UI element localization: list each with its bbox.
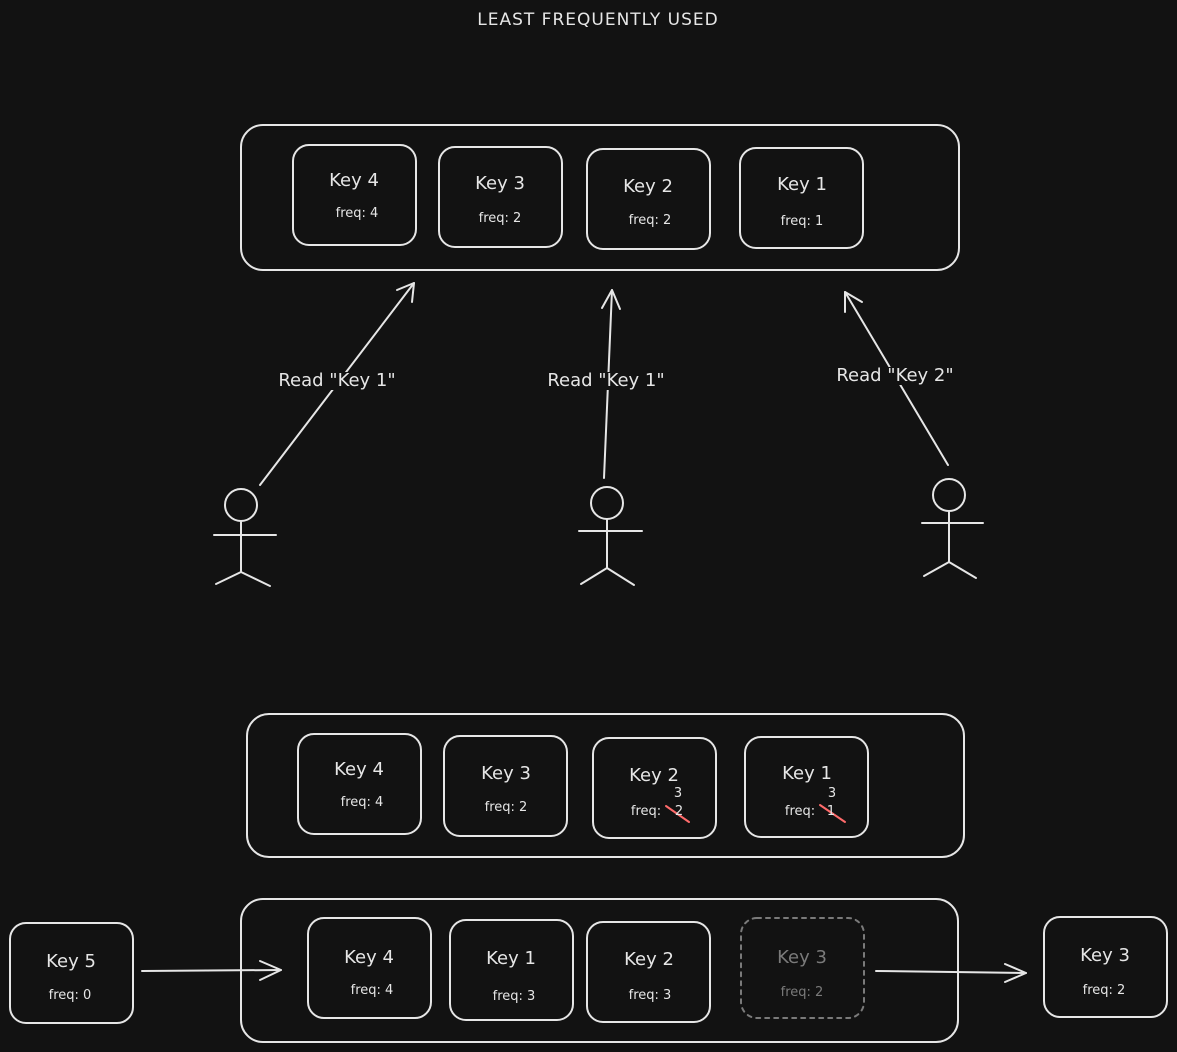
insert-arrow: [141, 960, 282, 981]
final-key-2-label: Key 2: [624, 949, 674, 970]
updated-key-2-old-freq: 2: [674, 804, 684, 819]
incoming-key-5-box: [9, 922, 134, 1024]
updated-key-2-new-freq: 3: [673, 786, 683, 801]
read-label-2: Read "Key 1": [545, 370, 667, 391]
final-key-4-box: [307, 917, 432, 1019]
updated-key-1-freq-prefix: freq:: [784, 804, 816, 819]
updated-key-3-freq: freq: 2: [484, 800, 528, 815]
incoming-key-5-label: Key 5: [46, 951, 96, 972]
final-key-1-freq: freq: 3: [492, 989, 536, 1004]
final-key-3-ghost-box: [740, 917, 865, 1019]
top-key-1-label: Key 1: [777, 174, 827, 195]
updated-key-4-freq: freq: 4: [340, 795, 384, 810]
final-key-4-freq: freq: 4: [350, 983, 394, 998]
top-key-1-box: [739, 147, 864, 249]
read-label-3: Read "Key 2": [834, 365, 956, 386]
top-key-4-label: Key 4: [329, 170, 379, 191]
updated-key-4-label: Key 4: [334, 759, 384, 780]
updated-key-1-label: Key 1: [782, 763, 832, 784]
updated-key-4-box: [297, 733, 422, 835]
top-key-4-freq: freq: 4: [335, 206, 379, 221]
updated-key-3-label: Key 3: [481, 763, 531, 784]
updated-key-1-old-freq: 1: [826, 804, 836, 819]
top-key-3-freq: freq: 2: [478, 211, 522, 226]
user-figure-1: [213, 488, 277, 587]
top-key-2-label: Key 2: [623, 176, 673, 197]
evicted-key-3-label: Key 3: [1080, 945, 1130, 966]
top-key-3-label: Key 3: [475, 173, 525, 194]
updated-key-3-box: [443, 735, 568, 837]
incoming-key-5-freq: freq: 0: [48, 988, 92, 1003]
strike-key-2-old-freq: [665, 805, 690, 823]
updated-key-1-box: [744, 736, 869, 838]
top-key-2-freq: freq: 2: [628, 213, 672, 228]
top-key-1-freq: freq: 1: [780, 214, 824, 229]
final-key-3-ghost-freq: freq: 2: [780, 985, 824, 1000]
final-key-2-box: [586, 921, 711, 1023]
evicted-key-3-box: [1043, 916, 1168, 1018]
top-key-2-box: [586, 148, 711, 250]
final-key-2-freq: freq: 3: [628, 988, 672, 1003]
evict-arrow: [875, 963, 1027, 983]
strike-key-1-old-freq: [819, 804, 846, 823]
diagram-title: LEAST FREQUENTLY USED: [477, 10, 719, 30]
user-figure-3: [921, 478, 984, 579]
updated-key-1-new-freq: 3: [827, 786, 837, 801]
top-key-3-box: [438, 146, 563, 248]
final-key-4-label: Key 4: [344, 947, 394, 968]
read-label-1: Read "Key 1": [276, 370, 398, 391]
top-key-4-box: [292, 144, 417, 246]
updated-key-2-freq-prefix: freq:: [630, 804, 662, 819]
updated-key-2-label: Key 2: [629, 765, 679, 786]
evicted-key-3-freq: freq: 2: [1082, 983, 1126, 998]
final-key-1-label: Key 1: [486, 948, 536, 969]
final-key-3-ghost-label: Key 3: [777, 947, 827, 968]
final-key-1-box: [449, 919, 574, 1021]
user-figure-2: [578, 486, 643, 586]
updated-key-2-box: [592, 737, 717, 839]
final-cache-container: [240, 898, 959, 1043]
updated-cache-container: [246, 713, 965, 858]
top-cache-container: [240, 124, 960, 271]
